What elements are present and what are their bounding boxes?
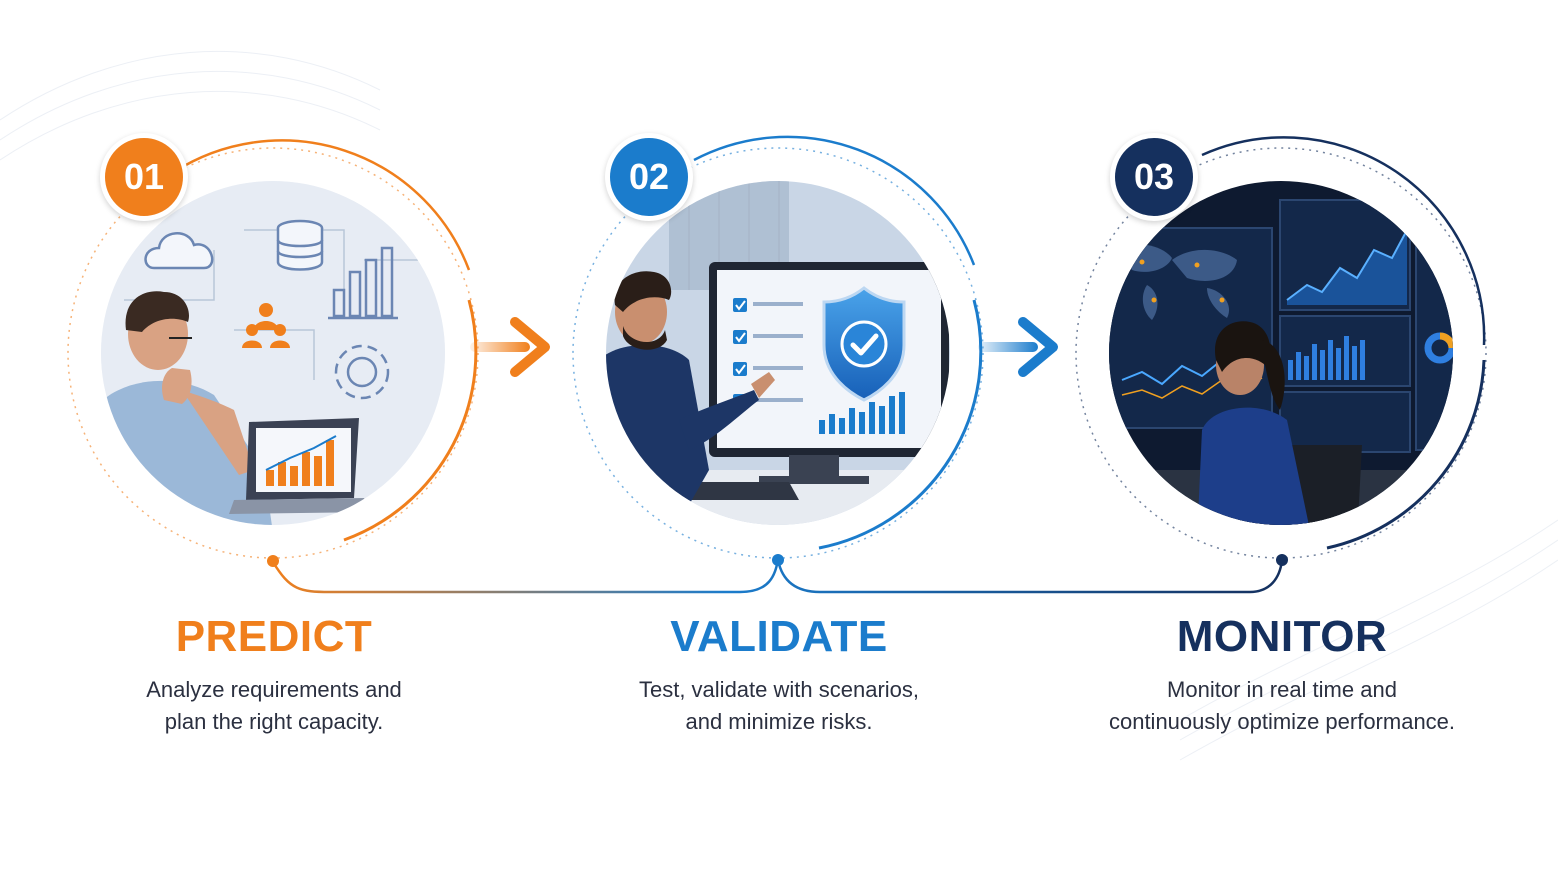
cloud-icon: [144, 232, 214, 270]
gear-icon: [334, 344, 390, 400]
step-number: 03: [1133, 156, 1175, 197]
monitor-illustration: [1075, 136, 1487, 559]
step-number: 02: [628, 156, 670, 197]
bar-chart-icon: [328, 246, 398, 320]
database-icon: [276, 219, 324, 271]
step-title: PREDICT: [175, 612, 373, 661]
step-description-line: continuously optimize performance.: [1108, 709, 1456, 734]
step-description-line: plan the right capacity.: [164, 709, 384, 734]
arrow-right-icon: [470, 317, 550, 377]
step-number-badge: 03: [1110, 133, 1198, 221]
step-description: Analyze requirements and plan the right …: [14, 674, 534, 738]
path-dot-01: [267, 555, 279, 567]
arrow-right-icon: [978, 317, 1058, 377]
step-description-line: Monitor in real time and: [1167, 677, 1397, 702]
shield-check-icon: [822, 286, 906, 402]
step-monitor: 03 MONITOR Monitor in real time and cont…: [1022, 0, 1542, 877]
step-description: Monitor in real time and continuously op…: [1022, 674, 1542, 738]
donut-chart-icon: [1424, 332, 1453, 364]
path-dot-03: [1276, 554, 1288, 566]
step-title: VALIDATE: [670, 612, 888, 661]
bar-chart-icon: [819, 392, 905, 434]
step-description-line: Analyze requirements and: [146, 677, 402, 702]
step-validate: 02 VALIDATE Test, validate with scenario…: [519, 0, 1039, 877]
step-description: Test, validate with scenarios, and minim…: [519, 674, 1039, 738]
world-map-icon: [1122, 244, 1237, 320]
person-figure: [1197, 321, 1312, 525]
path-dot-02: [772, 554, 784, 566]
laptop-chart-icon: [229, 418, 374, 514]
validate-illustration: [572, 135, 984, 559]
team-icon: [242, 303, 290, 348]
step-number-badge: 01: [100, 133, 188, 221]
step-number-badge: 02: [605, 133, 693, 221]
predict-illustration: [67, 139, 479, 559]
step-predict: 01 PREDICT Analyze requirements and plan…: [14, 0, 534, 877]
step-title: MONITOR: [1176, 612, 1388, 661]
step-number: 01: [123, 156, 165, 197]
step-description-line: and minimize risks.: [685, 709, 873, 734]
step-description-line: Test, validate with scenarios,: [638, 677, 920, 702]
